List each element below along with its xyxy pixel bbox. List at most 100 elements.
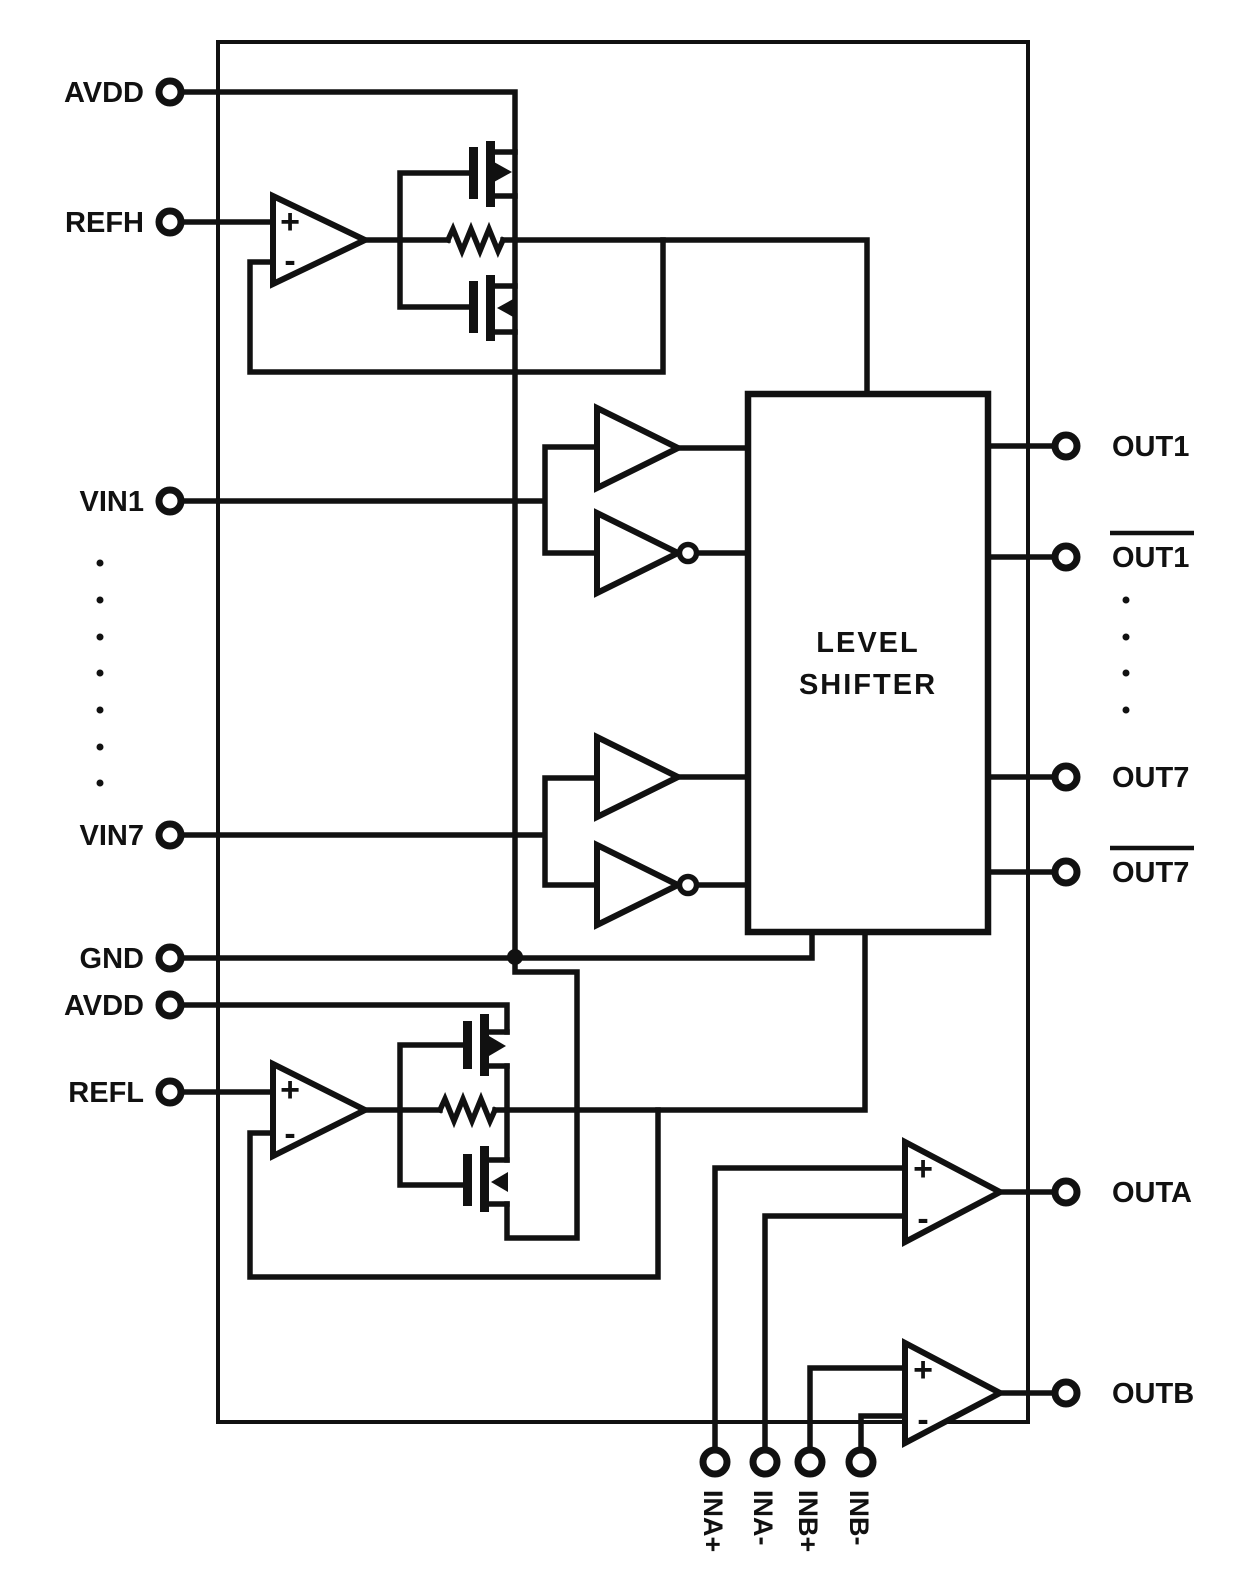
pin-terminal-refl (155, 1077, 185, 1107)
pin-terminal-avdd (155, 77, 185, 107)
comparator-output-wires (997, 1189, 1055, 1396)
minus-sign: - (284, 242, 295, 280)
minus-sign: - (917, 1200, 928, 1238)
gnd-wire (181, 929, 815, 961)
pin-label-out1: OUT1 (1112, 431, 1189, 463)
refl-mosfet-top (463, 1014, 506, 1076)
pin-label-gnd: GND (80, 943, 144, 975)
pin-label-out7-bar: OUT7 (1112, 857, 1189, 889)
refh-mosfet-top (469, 141, 512, 207)
channel-bar (480, 1146, 489, 1212)
avdd2-wire (181, 1002, 510, 1163)
pin-label-avdd2: AVDD (64, 990, 144, 1022)
pin-terminal-vin7 (155, 820, 185, 850)
gate-bar (463, 1021, 472, 1069)
output-ellipsis-dots (1122, 596, 1130, 714)
pin-label-inb-plus: INB+ (793, 1490, 823, 1552)
plus-sign: + (280, 203, 300, 241)
pin-terminal-inb-plus (794, 1446, 826, 1478)
level-shifter-block: LEVEL SHIFTER (744, 390, 992, 936)
comparator-a: + - (902, 1137, 1007, 1247)
comparator-b-input-wires (807, 1365, 908, 1452)
pin-label-refl: REFL (68, 1077, 144, 1109)
refh-mosfet-contacts (491, 149, 518, 335)
pin-label-outb: OUTB (1112, 1378, 1194, 1410)
ls-output-wires (985, 443, 1055, 875)
plus-sign: + (913, 1150, 933, 1188)
vin1-wire (181, 444, 600, 556)
mosfet-arrow-icon (494, 162, 512, 182)
plus-sign: + (280, 1071, 300, 1109)
refl-resistor (436, 1091, 499, 1129)
rail-jog-wire (504, 954, 580, 1241)
pin-terminal-inb-minus (845, 1446, 877, 1478)
vin1-inverter (594, 508, 700, 598)
buffer-output-wires (675, 445, 751, 888)
channel-bar (486, 275, 495, 341)
bottom-pins: INA+ INA- INB+ INB- (698, 1446, 877, 1552)
input-ellipsis-dots (96, 559, 104, 787)
wires (181, 89, 1055, 1452)
comparator-triangle (902, 1338, 1007, 1448)
inverter-bubble-icon (676, 873, 700, 897)
pin-label-outa: OUTA (1112, 1177, 1192, 1209)
minus-sign: - (917, 1401, 928, 1439)
pin-label-inb-minus: INB- (844, 1490, 874, 1546)
channel-bar (480, 1014, 489, 1076)
vin7-wire (181, 775, 600, 888)
inverter-triangle (594, 508, 685, 598)
mosfet-arrow-icon (489, 1036, 506, 1056)
refh-gate-link-wire (397, 170, 473, 310)
pin-terminal-ina-minus (749, 1446, 781, 1478)
level-shifter-box (744, 390, 992, 936)
chip-boundary-box (216, 40, 1030, 1424)
refh-resistor (444, 221, 507, 259)
pin-terminal-refh (155, 207, 185, 237)
pin-terminal-ina-plus (699, 1446, 731, 1478)
level-shifter-label-line1: LEVEL (816, 627, 919, 659)
pin-terminal-out1 (1051, 431, 1081, 461)
refh-output-wire (362, 237, 870, 397)
refl-gate-link-wire (397, 1042, 467, 1188)
pin-terminal-gnd (155, 943, 185, 973)
pin-label-out1-bar: OUT1 (1112, 542, 1189, 574)
inverter-bubble-icon (676, 541, 700, 565)
pin-label-avdd: AVDD (64, 77, 144, 109)
refl-feedback-wire (247, 1107, 661, 1280)
vin7-inverter (594, 840, 700, 930)
refh-mosfet-bottom (469, 275, 515, 341)
gate-bar (463, 1154, 472, 1206)
pin-terminal-outa (1051, 1177, 1081, 1207)
gate-bar (469, 147, 478, 199)
plus-sign: + (913, 1351, 933, 1389)
opamp-triangle (270, 191, 372, 289)
comparator-triangle (902, 1137, 1007, 1247)
comparator-b: + - (902, 1338, 1007, 1448)
mosfet-arrow-icon (491, 1172, 508, 1192)
pin-label-out7: OUT7 (1112, 762, 1189, 794)
right-pins: OUT1 OUT1 OUT7 OUT7 OUTA OUTB (1051, 431, 1194, 1410)
refl-mosfet-contacts (485, 1029, 510, 1207)
buffer-triangle (594, 403, 685, 493)
mosfet-arrow-icon (497, 298, 515, 318)
buffer-triangle (594, 732, 685, 822)
vin1-buffer (594, 403, 685, 493)
pin-terminal-out1-bar (1051, 542, 1081, 572)
minus-sign: - (284, 1115, 295, 1153)
refl-buffer-opamp: + - (270, 1059, 372, 1161)
gate-bar (469, 281, 478, 333)
pin-label-vin7: VIN7 (80, 820, 144, 852)
refh-buffer-opamp: + - (270, 191, 372, 289)
left-pins: AVDD REFH VIN1 VIN7 GND AVDD REFL (64, 77, 185, 1109)
pin-terminal-outb (1051, 1378, 1081, 1408)
inverter-triangle (594, 840, 685, 930)
channel-bar (486, 141, 495, 207)
level-shifter-label-line2: SHIFTER (799, 669, 937, 701)
pin-terminal-vin1 (155, 486, 185, 516)
pin-terminal-out7-bar (1051, 857, 1081, 887)
pin-label-vin1: VIN1 (80, 486, 144, 518)
vin7-buffer (594, 732, 685, 822)
refh-feedback-wire (247, 237, 666, 375)
pin-label-ina-plus: INA+ (698, 1490, 728, 1552)
